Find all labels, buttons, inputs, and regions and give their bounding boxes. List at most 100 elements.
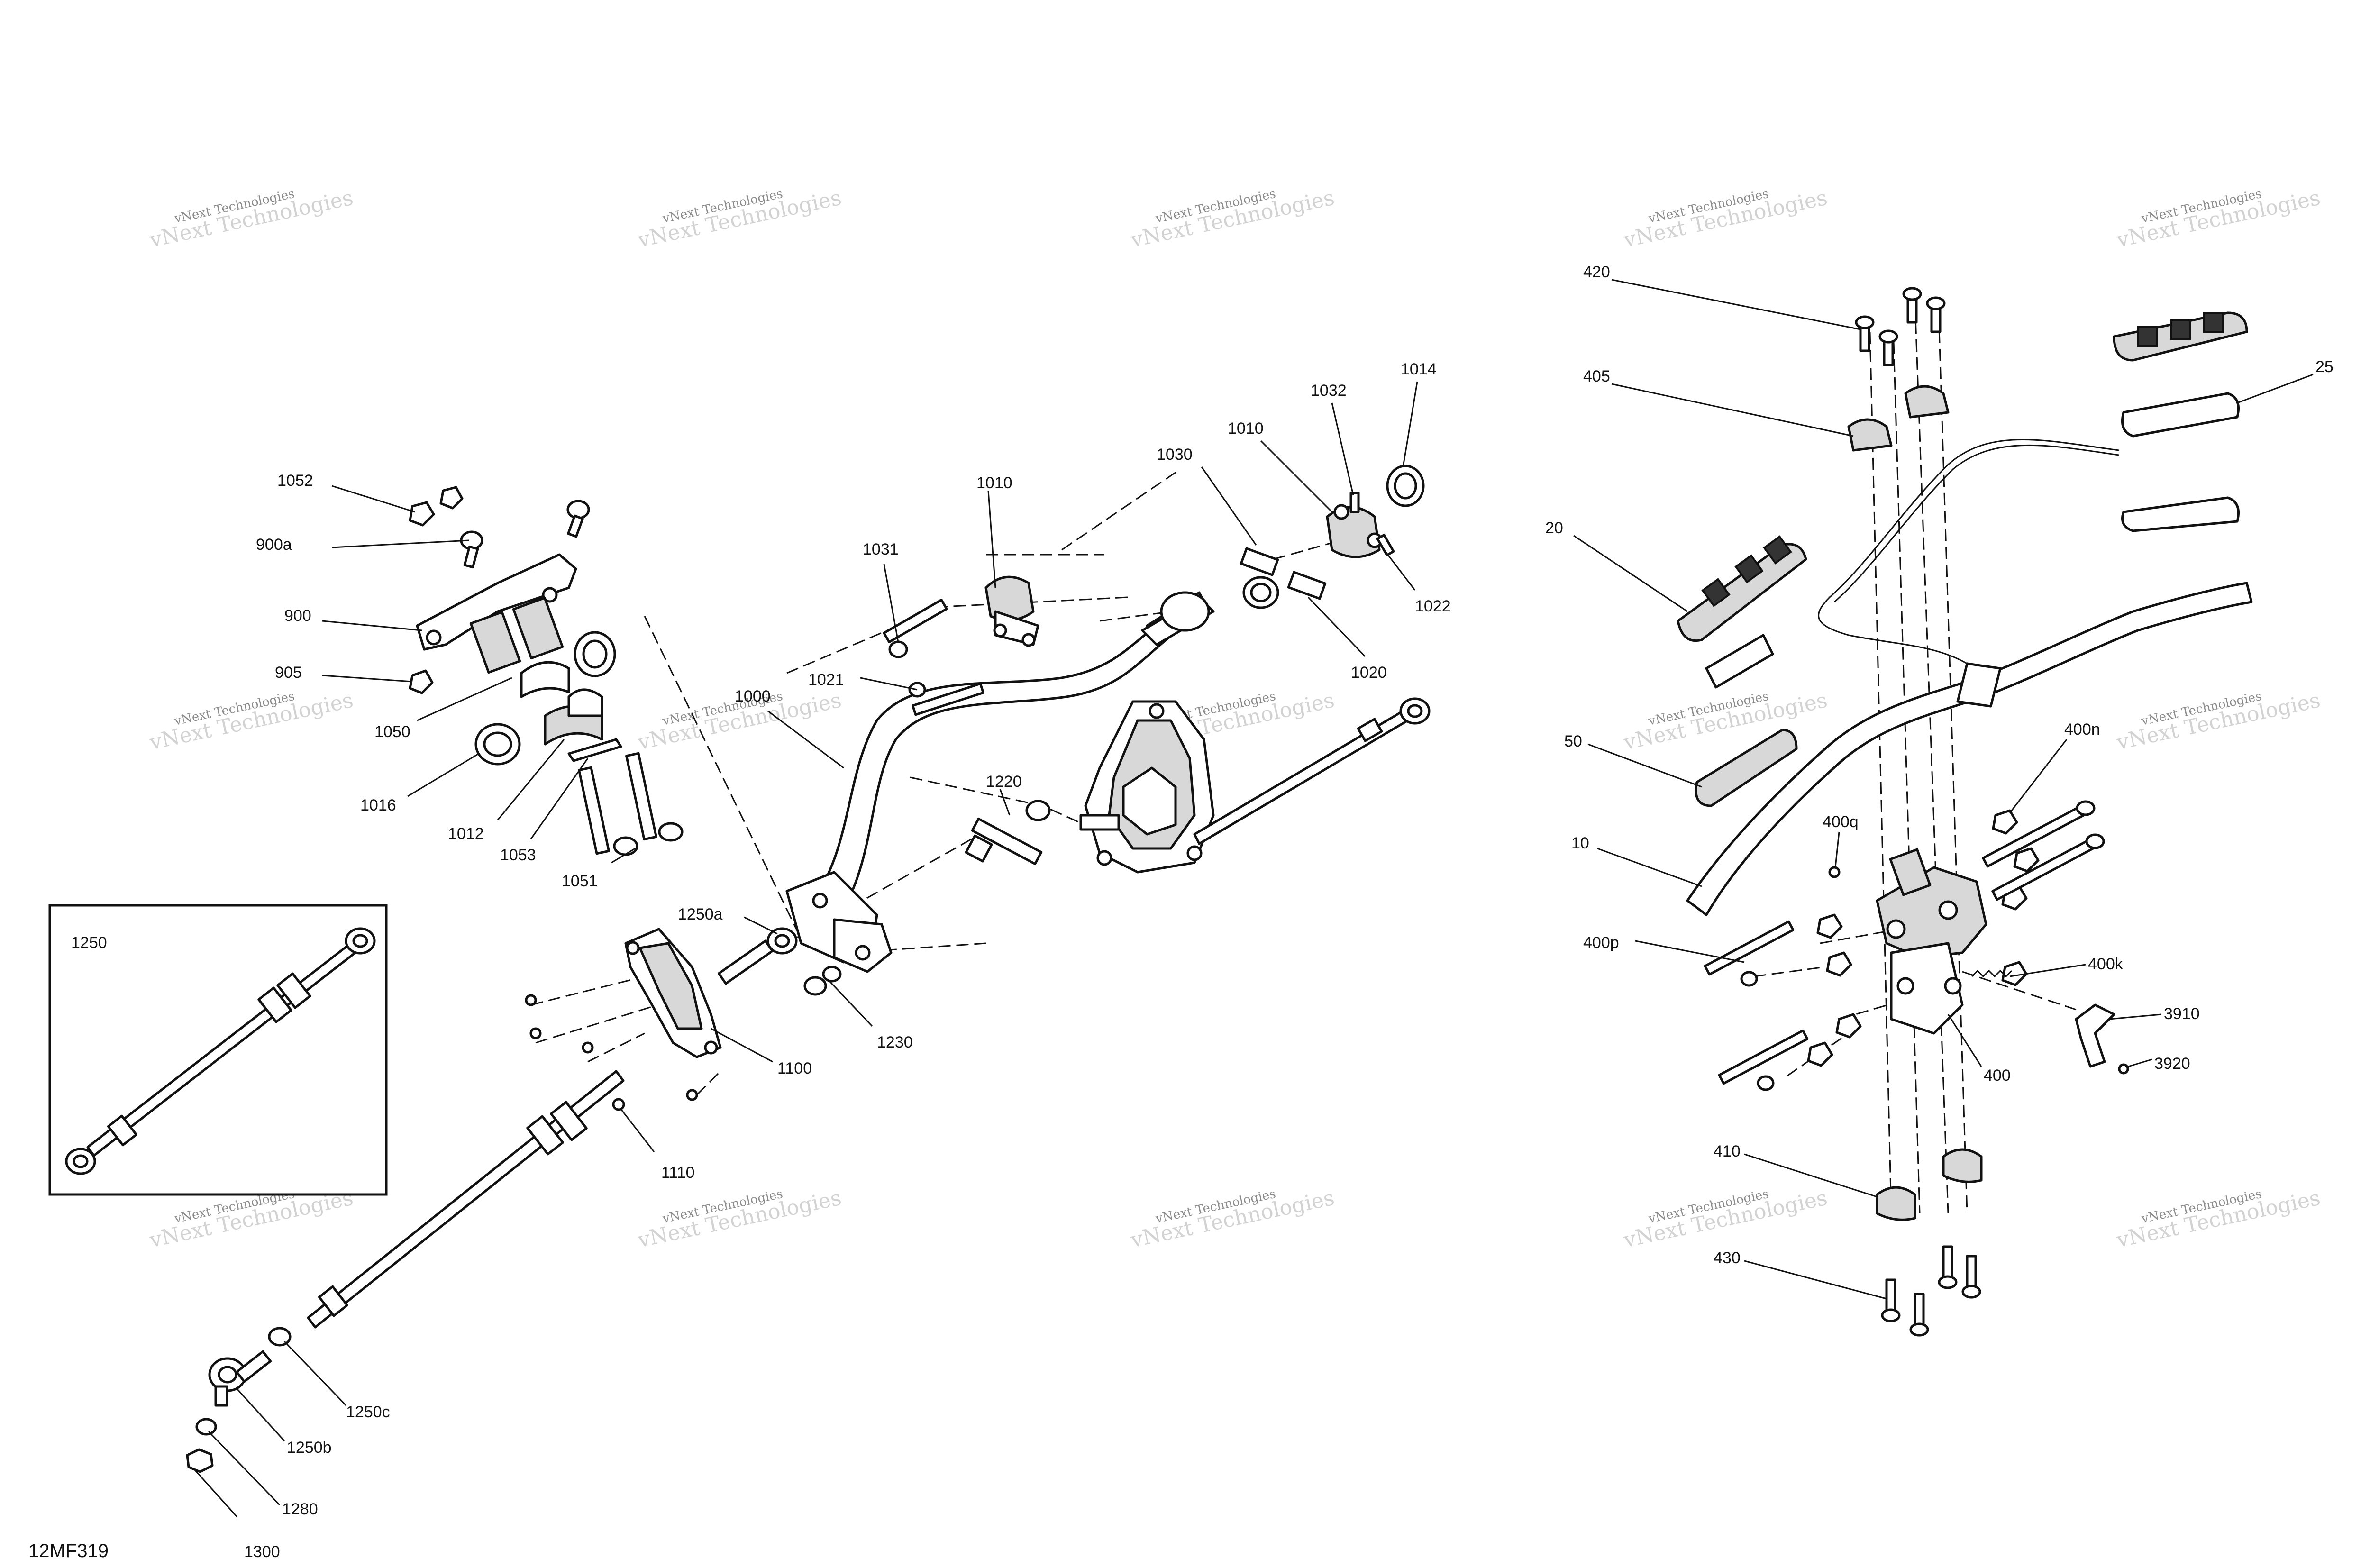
bracket-hole [426, 629, 442, 646]
ring-1020b [1242, 576, 1279, 609]
washer-1053 [567, 738, 622, 762]
callout-1220: 1220 [986, 773, 1022, 791]
watermark: vNext Technologies vNext Technologies [635, 1186, 843, 1253]
column-upper-tube [1141, 591, 1215, 646]
callout-1250c: 1250c [346, 1403, 390, 1421]
callout-430: 430 [1714, 1249, 1741, 1267]
callout-1280: 1280 [282, 1500, 318, 1518]
washer-1280 [195, 1418, 217, 1436]
ball-joint-1250a [717, 927, 798, 985]
callout-1052: 1052 [277, 472, 313, 490]
watermark: vNext Technologies vNext Technologies [1621, 186, 1829, 253]
lever-3910 [2075, 1003, 2115, 1068]
watermark: vNext Technologies vNext Technologies [1621, 1186, 1829, 1253]
washer-1230 [803, 966, 842, 996]
bolts-riser-right [1982, 800, 2105, 901]
callout-1050: 1050 [374, 723, 410, 741]
callout-900: 900 [284, 607, 311, 625]
screw-1022 [1376, 534, 1395, 556]
callout-1300: 1300 [244, 1543, 280, 1561]
nuts-400n [1992, 809, 2040, 986]
watermark: vNext Technologies vNext Technologies [147, 688, 355, 755]
callout-400q: 400q [1823, 813, 1859, 831]
pin-1021 [908, 682, 984, 716]
callout-1250a: 1250a [678, 905, 723, 923]
callout-1022: 1022 [1415, 597, 1451, 615]
callout-1010: 1010 [976, 474, 1012, 492]
callout-1110: 1110 [661, 1164, 695, 1182]
callout-1230: 1230 [877, 1033, 913, 1051]
callout-420: 420 [1583, 263, 1610, 281]
sleeve-25 [2121, 392, 2240, 532]
callout-1020: 1020 [1351, 664, 1387, 682]
bolt-1031 [883, 598, 948, 658]
callout-400n: 400n [2064, 720, 2100, 738]
bushing-1012 [544, 688, 603, 746]
watermark: vNext Technologies vNext Technologies [2114, 186, 2322, 253]
bolts-420 [1855, 287, 1946, 366]
rod-end-1250b [208, 1350, 272, 1407]
handlebar-assembly [1677, 287, 2253, 1337]
callout-905: 905 [275, 664, 302, 682]
bracket-900 [416, 553, 577, 651]
bolt-1051 [578, 752, 684, 856]
sleeve-50 [1695, 634, 1798, 807]
screw-400q [1828, 866, 1841, 878]
watermark: vNext Technologies vNext Technologies [147, 186, 355, 253]
clamp-405 [1847, 385, 1950, 452]
callout-405: 405 [1583, 367, 1610, 385]
watermark: vNext Technologies vNext Technologies [1128, 186, 1336, 253]
clamp-410 [1876, 1148, 1983, 1221]
sleeve-1030 [1240, 547, 1279, 576]
callout-400k: 400k [2088, 955, 2124, 973]
watermarks: vNext Technologies vNext Technologies vN… [147, 186, 2322, 1253]
callout-1250b: 1250b [287, 1439, 332, 1457]
callout-3920: 3920 [2154, 1055, 2190, 1073]
riser-400 [1876, 848, 1987, 1035]
callout-900a: 900a [256, 536, 292, 554]
callout-3910: 3910 [2164, 1005, 2200, 1023]
bracket-hole [542, 587, 558, 603]
screw-3920 [2118, 1063, 2129, 1075]
callout-400: 400 [1984, 1067, 2011, 1085]
screw-1032 [1349, 492, 1360, 513]
callout-25: 25 [2315, 358, 2334, 376]
inset-label: 1250 [71, 934, 107, 952]
callout-1053: 1053 [500, 846, 536, 864]
callout-1100: 1100 [777, 1059, 812, 1077]
callout-1012: 1012 [448, 825, 484, 843]
callout-1031: 1031 [863, 540, 899, 558]
clamp-1010-upper [1326, 504, 1383, 558]
screw-1110 [612, 1098, 625, 1111]
callout-10: 10 [1571, 834, 1589, 852]
bolt-900a [460, 500, 590, 569]
callout-1021: 1021 [808, 671, 844, 689]
callout-410: 410 [1714, 1142, 1741, 1160]
watermark: vNext Technologies vNext Technologies [635, 186, 843, 253]
screws-1100 [525, 994, 698, 1101]
watermark: vNext Technologies vNext Technologies [1621, 688, 1829, 755]
leader-lines [193, 279, 2314, 1518]
sleeve-1020 [1287, 571, 1327, 600]
bushing-1050 [469, 596, 570, 698]
callout-400p: 400p [1583, 934, 1619, 952]
grip-20 [1677, 535, 1807, 642]
callout-1000: 1000 [735, 687, 771, 705]
callout-1032: 1032 [1311, 382, 1347, 400]
bolts-430 [1881, 1245, 1981, 1337]
nut-905 [409, 669, 434, 694]
callout-50: 50 [1564, 732, 1582, 750]
inset-1250: 1250 [48, 904, 388, 1196]
nut-1052 [409, 486, 464, 527]
seal-1014 [1386, 465, 1425, 507]
bolts-400p [1704, 913, 1862, 1091]
callout-20: 20 [1545, 519, 1563, 537]
seal-ring-upper [574, 631, 616, 677]
callout-1010-upper: 1010 [1228, 419, 1264, 438]
column-support-assembly [409, 486, 684, 856]
watermark: vNext Technologies vNext Technologies [2114, 688, 2322, 755]
handlebar-10 [1686, 582, 2253, 916]
spring-400k [1971, 969, 2013, 978]
